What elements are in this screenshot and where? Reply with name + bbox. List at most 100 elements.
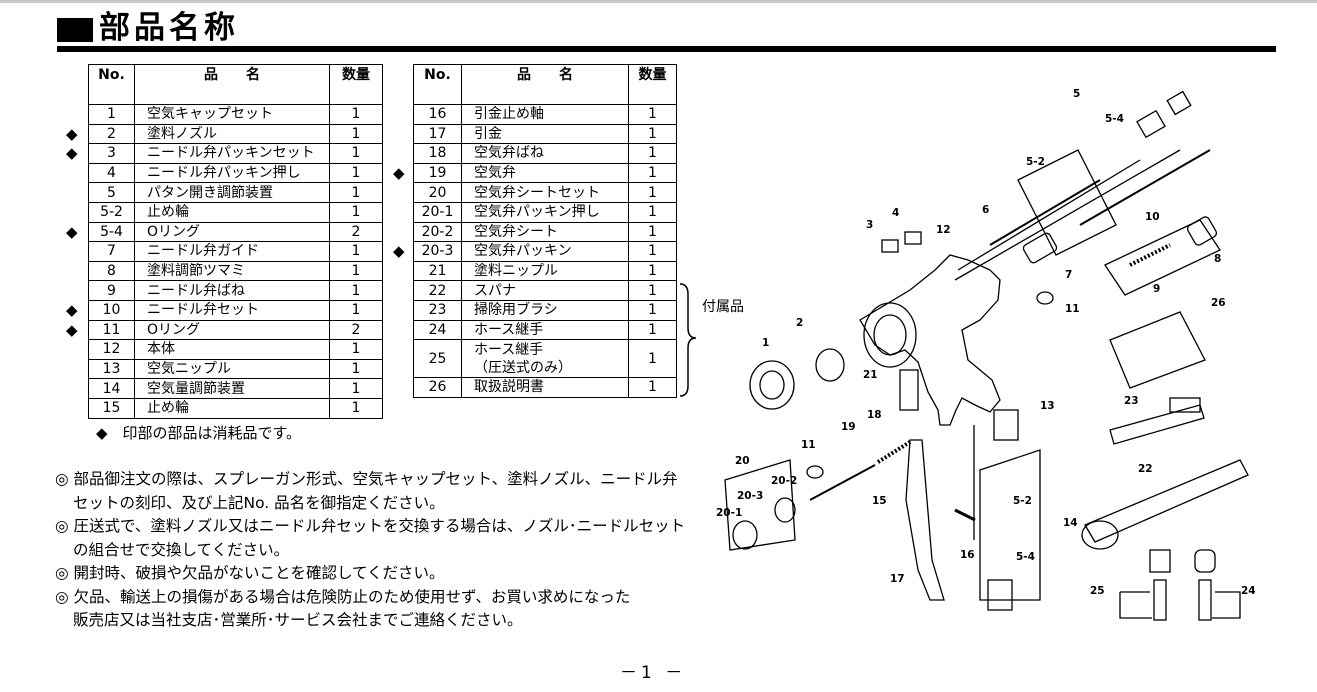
bracket-24	[1212, 591, 1241, 619]
cell-part-name: 空気弁シート	[461, 221, 629, 243]
cell-quantity: 1	[628, 123, 677, 145]
consumable-diamond-icon: ◆	[393, 163, 405, 182]
title-bar	[57, 46, 1276, 52]
consumable-note: ◆ 印部の部品は消耗品です。	[96, 424, 302, 442]
part-name-text: 塗料調節ツマミ	[147, 263, 245, 280]
part-name-text: 止め輪	[147, 400, 189, 417]
cell-part-no: 20-1	[413, 201, 462, 223]
oring-11-top	[1036, 291, 1054, 305]
part-name-text: 取扱説明書	[474, 379, 544, 396]
label-19: 19	[841, 421, 856, 433]
label-8: 8	[1214, 253, 1221, 265]
cell-part-no: 11	[88, 319, 135, 341]
cell-quantity: 1	[628, 260, 677, 282]
part-name-text: 掃除用ブラシ	[474, 302, 558, 319]
label-20-2: 20-2	[771, 475, 797, 487]
bracket-25	[1119, 591, 1152, 619]
cell-part-name: 止め輪	[134, 201, 330, 223]
cell-part-name: ニードル弁ガイド	[134, 241, 330, 262]
cell-quantity: 1	[628, 201, 677, 223]
label-5-4: 5-4	[1105, 113, 1124, 125]
needle-shape	[1079, 149, 1211, 226]
label-5-4-lower: 5-4	[1016, 551, 1035, 563]
knob-5-cap	[1166, 90, 1192, 116]
diagram-drawing	[724, 90, 1249, 621]
part-name-text: スパナ	[474, 282, 516, 299]
label-20: 20	[735, 455, 750, 467]
consumable-diamond-icon: ◆	[66, 300, 78, 319]
part-name-text: 引金	[474, 125, 502, 142]
note-line: 販売店又は当社支店･営業所･サービス会社までご連絡ください。	[73, 611, 523, 629]
nipple-21	[899, 369, 919, 411]
cell-quantity: 1	[329, 123, 383, 145]
cell-part-name: ニードル弁パッキン押し	[134, 162, 330, 184]
cell-part-no: 10	[88, 299, 135, 321]
guide-7	[1022, 232, 1058, 264]
note-line: ◎ 圧送式で、塗料ノズル又はニードル弁セットを交換する場合は、ノズル･ニードルセ…	[55, 517, 686, 535]
notes-block: ◎ 部品御注文の際は、スプレーガン形式、空気キャップセット、塗料ノズル、ニードル…	[55, 468, 685, 633]
cell-quantity: 1	[628, 319, 677, 341]
cell-quantity: 1	[329, 260, 383, 282]
cell-part-no: 13	[88, 358, 135, 380]
cell-part-name: 引金	[461, 123, 629, 145]
cell-quantity: 1	[628, 339, 677, 379]
top-rule	[0, 0, 1317, 3]
nozzle-2	[815, 348, 845, 382]
cell-part-no: 16	[413, 104, 462, 125]
cell-part-name: パタン開き調節装置	[134, 182, 330, 203]
part-name-text: 本体	[147, 341, 175, 358]
cell-part-name: 本体	[134, 339, 330, 360]
consumable-diamond-icon: ◆	[66, 320, 78, 339]
cell-part-name: 空気弁パッキン	[461, 241, 629, 262]
part-name-text: 空気弁	[474, 165, 516, 182]
cell-part-name: 掃除用ブラシ	[461, 299, 629, 321]
cell-part-name: ホース継手	[461, 319, 629, 341]
part-3	[881, 239, 899, 253]
gun-head-inner	[873, 314, 907, 356]
part-name-text: Oリング	[147, 223, 201, 240]
cell-part-no: 3	[88, 143, 135, 164]
label-5-2: 5-2	[1026, 156, 1045, 168]
cell-part-no: 8	[88, 260, 135, 282]
cell-part-name: 空気量調節装置	[134, 378, 330, 399]
label-1: 1	[762, 337, 769, 349]
cell-quantity: 1	[628, 280, 677, 301]
accessories-label: 付属品	[702, 299, 744, 315]
cell-quantity: 1	[628, 182, 677, 203]
consumable-diamond-icon: ◆	[66, 222, 78, 241]
part-name-text: 空気キャップセット	[147, 106, 273, 123]
part-name-text: 塗料ノズル	[147, 125, 217, 142]
adjuster-14-body	[987, 579, 1013, 611]
cell-quantity: 1	[628, 162, 677, 184]
label-5-2-lower: 5-2	[1013, 495, 1032, 507]
cell-part-no: 2	[88, 123, 135, 145]
title-square-icon	[57, 18, 93, 42]
label-20-3: 20-3	[737, 490, 763, 502]
cell-part-no: 25	[413, 339, 462, 379]
cell-part-name: 空気弁	[461, 162, 629, 184]
label-3: 3	[866, 219, 873, 231]
cell-quantity: 1	[628, 377, 677, 398]
diagram-labels: 1 2 3 4 5 5-2 5-4 6 7 8 9 10 11 11 12 13…	[716, 88, 1256, 597]
label-15: 15	[872, 495, 887, 507]
label-24: 24	[1241, 585, 1256, 597]
spanner-22	[1084, 459, 1249, 543]
label-11-bottom: 11	[801, 439, 816, 451]
group-box-9	[1104, 219, 1221, 296]
cell-part-name: 空気弁シートセット	[461, 182, 629, 203]
cell-quantity: 1	[329, 378, 383, 399]
table-row: 2 塗料ノズル 1	[88, 123, 383, 145]
label-16: 16	[960, 549, 975, 561]
cell-part-no: 24	[413, 319, 462, 341]
